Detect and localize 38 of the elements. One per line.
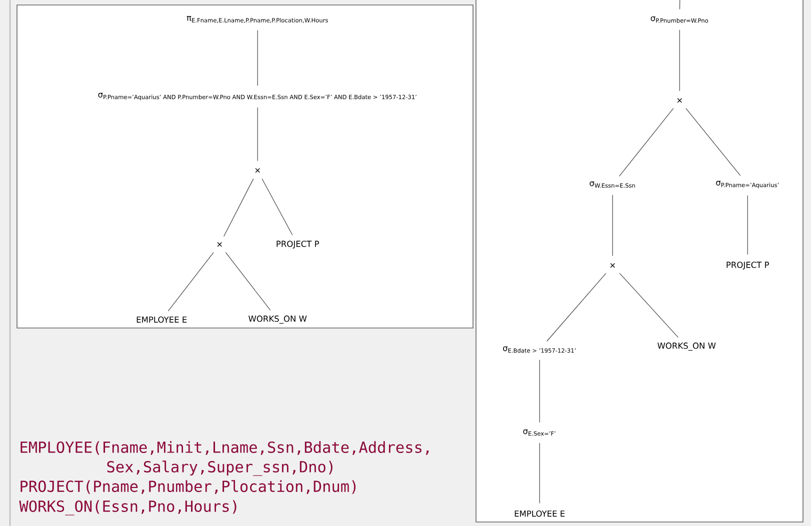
operator-label: $\text{π}_{\text{E.Fname,E.Lname,P.Pname,P.Plocation,W.Hours}}$ <box>186 16 328 24</box>
tree-edge <box>224 178 254 237</box>
operator-label: $\text{σ}_{\text{P.Pnumber=W.Pno}}$ <box>650 16 708 23</box>
operator-label: $\text{σ}_{\text{E.Sex='F'}}$ <box>523 430 556 436</box>
tree-edge <box>262 178 293 236</box>
tree-edge <box>747 195 748 255</box>
relation-label: WORKS_ON W <box>248 316 307 324</box>
operator-label: × <box>255 168 260 173</box>
operator-label: × <box>677 98 682 103</box>
schema-text: EMPLOYEE(Fname,Minit,Lname,Ssn,Bdate,Address, Sex,Salary,Super_ssn,Dno) <box>20 441 429 476</box>
operator-label: $\text{σ}_{\text{P.Pname='Aquarius' AND P.Pnumber=W.Pno AND W.Essn=E.Ssn AND E.Sex='F' AND E.Bdate > '1957-12-31'}}$ <box>98 92 416 100</box>
relation-label: EMPLOYEE E <box>136 316 187 323</box>
tree-edge <box>539 360 540 423</box>
tree-edge <box>257 30 258 86</box>
operator-label: $\text{σ}_{\text{W.Essn=E.Ssn}}$ <box>590 182 635 188</box>
tree-edge <box>539 442 540 504</box>
schema-text: WORKS_ON(Essn,Pno,Hours) <box>19 500 236 516</box>
tree-edge <box>257 107 258 162</box>
tree-panel <box>476 0 804 522</box>
operator-label: $\text{σ}_{\text{P.Pname='Aquarius'}}$ <box>716 180 779 188</box>
tree-edge <box>679 30 680 92</box>
operator-label: × <box>610 263 615 268</box>
tree-edge <box>679 0 680 10</box>
operator-label: $\text{σ}_{\text{E.Bdate > '1957-12-31'}}$ <box>503 346 576 353</box>
relation-label: WORKS_ON W <box>658 342 716 351</box>
operator-label: × <box>217 242 222 247</box>
tree-panel <box>16 4 474 328</box>
tree-edge <box>612 194 613 256</box>
tree-edge <box>686 108 741 176</box>
schema-text: PROJECT(Pname,Pnumber,Plocation,Dnum) <box>20 480 356 494</box>
tree-edge <box>619 108 674 176</box>
tree-edge <box>546 272 606 342</box>
tree-edge <box>619 272 678 338</box>
tree-edge <box>225 252 271 310</box>
relation-label: PROJECT P <box>726 262 769 270</box>
tree-edge <box>168 252 214 312</box>
relation-label: PROJECT P <box>276 240 319 248</box>
relation-label: EMPLOYEE E <box>514 510 565 517</box>
